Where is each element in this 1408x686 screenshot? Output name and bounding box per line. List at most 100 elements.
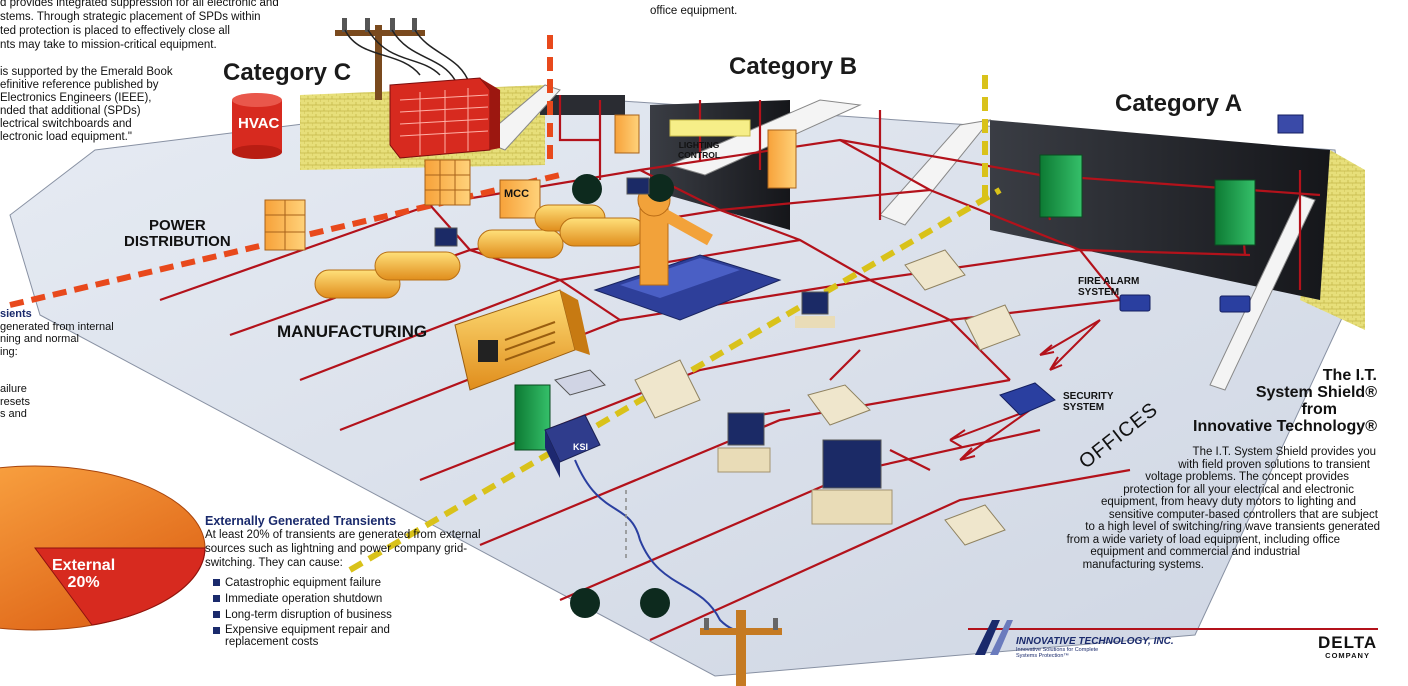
external-effect-text: Expensive equipment repair and — [225, 624, 390, 636]
shield-line: from a wide variety of load equipment, i… — [1066, 533, 1340, 546]
transient-pie-chart — [0, 465, 206, 631]
office-computers — [434, 177, 893, 525]
partition-wall-3 — [879, 119, 992, 226]
green-panels — [514, 154, 1256, 451]
quote-line: lectronic load equipment." — [0, 131, 132, 143]
company-tagline: Systems Protection™ — [1016, 653, 1069, 659]
shield-line: equipment, from heavy duty motors to lig… — [1100, 496, 1356, 508]
shield-title-line: The I.T. — [1322, 367, 1377, 384]
intro-paragraph: d provides integrated suppression for al… — [0, 0, 300, 52]
shield-title-line: Innovative Technology® — [1193, 418, 1377, 435]
shield-line: equipment and commercial and industrial — [1090, 546, 1300, 558]
pie-value: 20% — [67, 574, 100, 591]
power-distribution-label: POWER DISTRIBUTION — [124, 218, 231, 250]
intro-line: stems. Through strategic placement of SP… — [0, 11, 261, 23]
delta-sub: COMPANY — [1325, 651, 1370, 660]
control-label-line: CONTROL — [678, 150, 721, 160]
security-box — [999, 382, 1056, 416]
it-logo — [975, 620, 1013, 655]
category-a-heading: Category A — [1115, 90, 1243, 117]
internal-heading: sients — [0, 308, 32, 320]
external-effect-text: replacement costs — [225, 636, 319, 648]
external-line: switching. They can cause: — [205, 557, 343, 569]
quote-line: Electronics Engineers (IEEE), — [0, 92, 152, 104]
security-system-label: SECURITY SYSTEM — [1063, 391, 1114, 413]
ksi-unit — [544, 414, 601, 478]
pie-external-label: External 20% — [52, 557, 115, 591]
utility-pole-bottom — [700, 610, 782, 686]
intro-line: ted protection is placed to effectively … — [0, 25, 230, 37]
shield-line: voltage problems. The concept provides — [1145, 471, 1349, 483]
shield-title-line: System Shield® — [1255, 384, 1377, 401]
dark-wall-category-b — [540, 95, 625, 115]
external-transients-block: Externally Generated Transients At least… — [205, 514, 505, 650]
external-effect-item: Immediate operation shutdown — [212, 592, 505, 606]
pie-slice-external — [34, 547, 206, 626]
intro-line: d provides integrated suppression for al… — [0, 0, 279, 9]
company-name: INNOVATIVE TECHNOLOGY, INC. — [1016, 636, 1174, 647]
robot-arm — [593, 183, 782, 321]
intro-line: nts may take to mission-critical equipme… — [0, 39, 217, 51]
drum-1 — [572, 174, 602, 204]
internal-line: generated from internal — [0, 320, 114, 333]
pie-label: External — [52, 557, 116, 574]
internal-line: ning and normal — [0, 333, 79, 345]
delta-logo: DELTA COMPANY — [1318, 634, 1377, 660]
shield-line: The I.T. System Shield provides you — [1192, 446, 1376, 458]
fire-alarm-label-line: FIRE ALARM — [1078, 276, 1140, 287]
quote-line: lectrical switchboards and — [0, 118, 132, 130]
external-line: sources such as lightning and power comp… — [205, 543, 468, 555]
security-system-label-line: SYSTEM — [1063, 402, 1105, 413]
internal-line: ing: — [0, 345, 18, 358]
internal-effect: ailure — [0, 383, 27, 395]
external-line: At least 20% of transients are generated… — [205, 529, 481, 541]
external-effect-item: Catastrophic equipment failure — [212, 576, 505, 590]
external-effects-list: Catastrophic equipment failure Immediate… — [212, 576, 505, 648]
mcc-label: MCC — [504, 188, 530, 200]
partition-wall-2 — [668, 99, 862, 176]
security-camera — [1277, 114, 1304, 134]
main-switchboard — [389, 77, 500, 159]
shield-line: with field proven solutions to transient — [1178, 458, 1370, 471]
internal-effect: resets — [0, 395, 30, 408]
dark-circle-right — [640, 588, 670, 618]
drum-2 — [646, 174, 674, 202]
motors — [314, 204, 646, 299]
shield-line: protection for all your electrical and e… — [1123, 483, 1354, 496]
shield-line: to a high level of switching/ring wave t… — [1085, 521, 1380, 533]
shield-line: manufacturing systems. — [1082, 558, 1204, 571]
quote-line: efinitive reference published by — [0, 79, 159, 91]
distribution-label-line: DISTRIBUTION — [124, 233, 231, 250]
utility-pole-top — [335, 18, 471, 100]
telephone — [554, 369, 606, 396]
partition-wall-4 — [1209, 194, 1316, 391]
company-footer: INNOVATIVE TECHNOLOGY, INC. Innovative S… — [1016, 636, 1174, 659]
lighting-control-label: LIGHTING CONTROL — [678, 140, 720, 160]
security-signal-arrows — [949, 319, 1101, 461]
cnc-machine — [454, 289, 590, 391]
external-heading: Externally Generated Transients — [205, 514, 397, 528]
fire-alarm-label: FIRE ALARM SYSTEM — [1078, 276, 1139, 298]
category-c-heading: Category C — [223, 59, 352, 86]
shield-title-line: from — [1301, 401, 1337, 418]
dark-circle-left — [570, 588, 600, 618]
ksi-label: KSI — [573, 442, 589, 452]
top-caption: office equipment. — [650, 5, 738, 17]
quote-line: is supported by the Emerald Book — [0, 66, 173, 78]
emerald-book-quote: is supported by the Emerald Book efiniti… — [0, 66, 230, 144]
internal-transients-block: sients generated from internal ning and … — [0, 308, 150, 421]
company-tagline: Innovative Solutions for Complete — [1016, 647, 1099, 653]
system-label-line: SYSTEM — [1078, 287, 1120, 298]
power-label-line: POWER — [149, 217, 206, 234]
security-label-line: SECURITY — [1063, 391, 1114, 402]
hvac-unit — [232, 93, 282, 159]
fire-alarm-box — [1119, 294, 1151, 312]
internal-effect: s and — [0, 408, 27, 420]
external-effect-item: Long-term disruption of business — [212, 608, 505, 622]
shield-line: sensitive computer-based controllers tha… — [1108, 508, 1378, 521]
lighting-label-line: LIGHTING — [678, 140, 720, 150]
delta-name: DELTA — [1318, 633, 1378, 652]
distribution-panels — [264, 114, 797, 251]
shield-title: The I.T. System Shield® from Innovative … — [1117, 367, 1377, 435]
